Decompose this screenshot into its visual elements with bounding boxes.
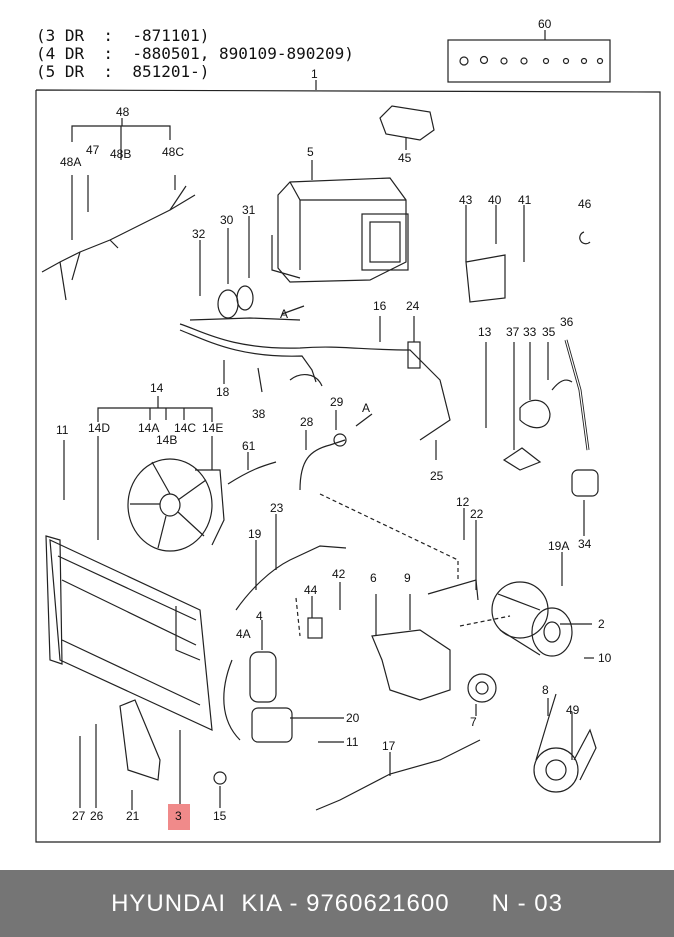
part-label-31: 31 [242, 203, 256, 217]
pipe-17 [315, 739, 481, 811]
part-label-14a: 14A [138, 421, 160, 435]
part-label-40: 40 [488, 193, 502, 207]
part-label-30: 30 [220, 213, 234, 227]
hose-19 [235, 545, 347, 611]
cooling-fan [127, 458, 225, 552]
part-label-14b: 14B [156, 433, 178, 447]
part-label-11-b: 11 [346, 735, 359, 749]
part-label-19a: 19A [548, 539, 570, 553]
part-label-28: 28 [300, 415, 314, 429]
part-label-7: 7 [470, 715, 477, 729]
part-label-61: 61 [242, 439, 256, 453]
part-label-22: 22 [470, 507, 484, 521]
part-label-27: 27 [72, 809, 86, 823]
part-label-16: 16 [373, 299, 387, 313]
pressure-switch-34 [571, 469, 599, 497]
part-label-20: 20 [346, 711, 360, 725]
part-label-29: 29 [330, 395, 344, 409]
part-label-23: 23 [270, 501, 284, 515]
part-label-43: 43 [459, 193, 473, 207]
gasket-rings [459, 55, 604, 66]
part-label-32: 32 [192, 227, 206, 241]
part-label-a-1: A [280, 307, 289, 321]
gasket-set-box [447, 39, 611, 83]
part-label-14: 14 [150, 381, 164, 395]
part-label-14c: 14C [174, 421, 197, 435]
part-label-35: 35 [542, 325, 556, 339]
footer-brand-part-number: HYUNDAI KIA - 9760621600 [111, 889, 450, 917]
belt-pulley [533, 747, 579, 793]
condenser [45, 535, 213, 731]
part-label-36: 36 [560, 315, 574, 329]
part-label-18: 18 [216, 385, 230, 399]
receiver-drier [223, 651, 293, 743]
part-label-46: 46 [578, 197, 592, 211]
part-label-37: 37 [506, 325, 520, 339]
part-label-14d: 14D [88, 421, 111, 435]
part-label-a-2: A [362, 401, 371, 415]
part-label-45: 45 [398, 151, 412, 165]
header-line-2: (4 DR : -880501, 890109-890209) [36, 44, 354, 63]
part-label-21: 21 [126, 809, 140, 823]
part-label-6: 6 [370, 571, 377, 585]
part-label-48a: 48A [60, 155, 82, 169]
part-label-48: 48 [116, 105, 130, 119]
mount-bracket [465, 254, 506, 303]
part-label-60: 60 [538, 17, 552, 31]
footer-page-code: N - 03 [491, 889, 563, 917]
bracket-21 [119, 699, 161, 781]
refrigerant-hose-16 [179, 323, 451, 441]
part-label-1: 1 [311, 67, 318, 81]
part-label-48c: 48C [162, 145, 185, 159]
part-label-2: 2 [598, 617, 605, 631]
part-label-14e: 14E [202, 421, 224, 435]
highlighted-part-marker [168, 804, 190, 830]
compressor [491, 581, 573, 657]
part-label-15: 15 [213, 809, 227, 823]
part-label-44: 44 [304, 583, 318, 597]
blower-unit [271, 160, 409, 283]
part-label-41: 41 [518, 193, 532, 207]
part-label-42: 42 [332, 567, 346, 581]
part-label-19: 19 [248, 527, 262, 541]
part-label-10: 10 [598, 651, 612, 665]
part-label-38: 38 [252, 407, 266, 421]
pipe-28 [299, 439, 346, 491]
part-label-13: 13 [478, 325, 492, 339]
part-label-48b: 48B [110, 147, 132, 161]
clip [579, 231, 591, 245]
part-label-9: 9 [404, 571, 411, 585]
part-label-47: 47 [86, 143, 100, 157]
part-label-24: 24 [406, 299, 420, 313]
part-label-49: 49 [566, 703, 580, 717]
part-label-25: 25 [430, 469, 444, 483]
part-label-8: 8 [542, 683, 549, 697]
part-label-4a: 4A [236, 627, 251, 641]
header-line-1: (3 DR : -871101) [36, 26, 210, 45]
footer-bar: HYUNDAI KIA - 9760621600 N - 03 [0, 870, 674, 937]
part-label-4: 4 [256, 609, 263, 623]
header-line-3: (5 DR : 851201-) [36, 62, 210, 81]
part-label-33: 33 [523, 325, 537, 339]
part-label-17: 17 [382, 739, 396, 753]
part-label-5: 5 [307, 145, 314, 159]
bracket-6 [371, 629, 451, 701]
part-label-26: 26 [90, 809, 104, 823]
part-label-3: 3 [175, 809, 182, 823]
part-label-11-a: 11 [56, 423, 69, 437]
switch-44 [307, 617, 323, 639]
assembly-frame [35, 89, 661, 843]
relay-connector [379, 105, 435, 141]
part-label-34: 34 [578, 537, 592, 551]
pulley-7 [467, 673, 497, 703]
exploded-view-drawing [35, 30, 661, 843]
part-label-12: 12 [456, 495, 470, 509]
